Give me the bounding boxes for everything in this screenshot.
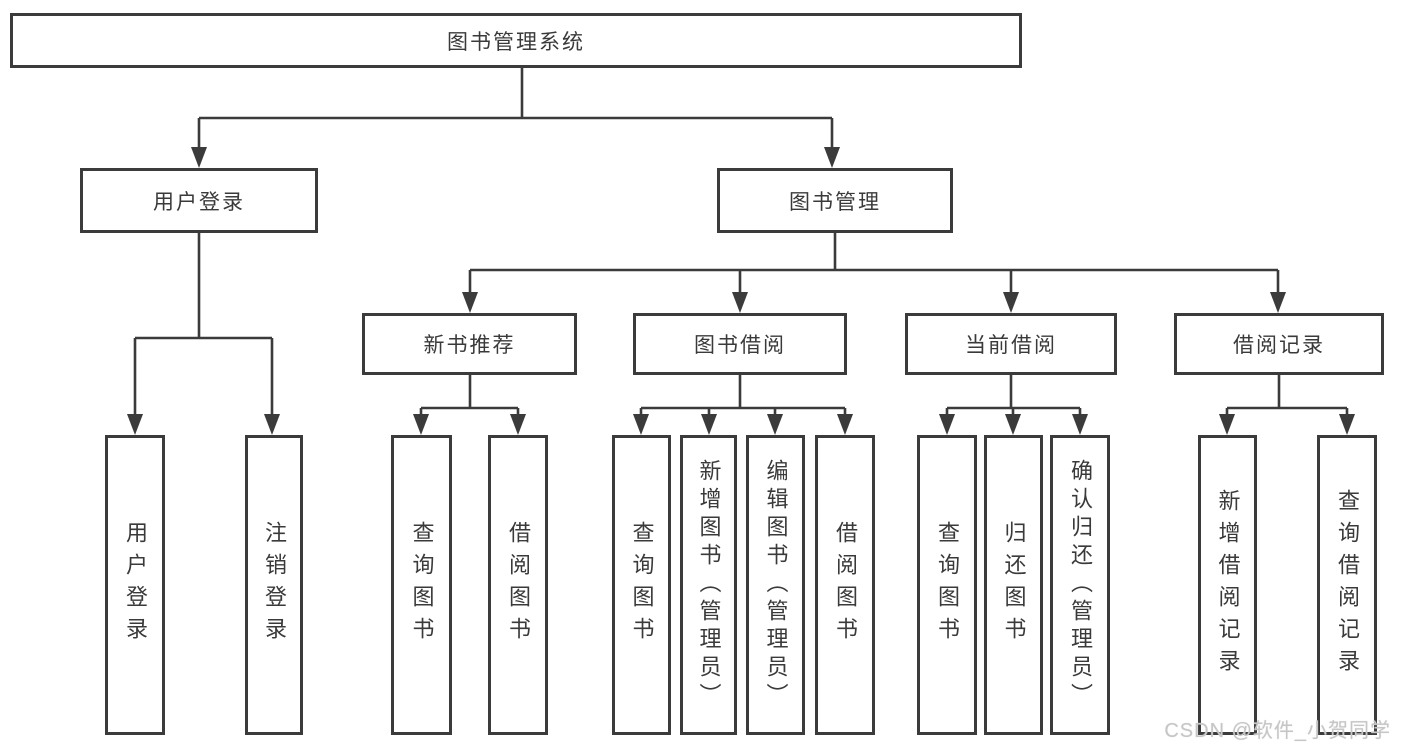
node-current-borrow-label: 当前借阅	[965, 334, 1057, 357]
connector-borrow-record-children	[1219, 375, 1355, 435]
connector-user-login-children	[127, 233, 280, 435]
node-book-borrow-label: 图书借阅	[694, 334, 786, 357]
leaf-bb-borrow: 借阅图书	[815, 435, 875, 735]
leaf-cb-query-label: 查询图书	[935, 521, 960, 649]
leaf-user-login-label: 用户登录	[123, 521, 148, 649]
connector-new-book-rec-children	[413, 375, 526, 435]
connector-book-mgmt-children	[462, 233, 1286, 313]
leaf-nb-query: 查询图书	[391, 435, 452, 735]
leaf-bb-query-label: 查询图书	[629, 521, 655, 649]
leaf-logout: 注销登录	[245, 435, 303, 735]
node-borrow-record: 借阅记录	[1174, 313, 1384, 375]
leaf-br-query: 查询借阅记录	[1317, 435, 1377, 735]
node-book-borrow: 图书借阅	[633, 313, 847, 375]
leaf-nb-borrow-label: 借阅图书	[506, 521, 531, 649]
leaf-logout-label: 注销登录	[262, 521, 287, 649]
connector-book-borrow-children	[633, 375, 853, 435]
node-new-book-rec: 新书推荐	[362, 313, 577, 375]
leaf-br-query-label: 查询借阅记录	[1335, 489, 1360, 681]
leaf-cb-confirm-label: 确认归还（管理员）	[1068, 459, 1093, 711]
leaf-cb-return-label: 归还图书	[1001, 521, 1027, 649]
connector-current-borrow-children	[939, 375, 1088, 435]
node-book-mgmt: 图书管理	[717, 168, 953, 233]
leaf-cb-confirm: 确认归还（管理员）	[1050, 435, 1110, 735]
leaf-nb-borrow: 借阅图书	[488, 435, 548, 735]
csdn-watermark: CSDN @软件_小贺同学	[1164, 720, 1391, 742]
leaf-br-add-label: 新增借阅记录	[1215, 489, 1241, 681]
leaf-bb-query: 查询图书	[612, 435, 671, 735]
node-user-login-label: 用户登录	[153, 190, 245, 214]
leaf-nb-query-label: 查询图书	[409, 521, 435, 649]
connector-root-to-level2	[191, 68, 840, 168]
leaf-br-add: 新增借阅记录	[1198, 435, 1257, 735]
leaf-bb-borrow-label: 借阅图书	[833, 521, 858, 649]
node-root: 图书管理系统	[10, 13, 1022, 68]
leaf-bb-add: 新增图书（管理员）	[680, 435, 737, 735]
node-borrow-record-label: 借阅记录	[1233, 334, 1325, 357]
node-book-mgmt-label: 图书管理	[789, 190, 881, 214]
leaf-user-login: 用户登录	[105, 435, 165, 735]
node-user-login: 用户登录	[80, 168, 318, 233]
leaf-cb-query: 查询图书	[917, 435, 977, 735]
leaf-cb-return: 归还图书	[984, 435, 1043, 735]
leaf-bb-edit-label: 编辑图书（管理员）	[763, 459, 789, 711]
leaf-bb-add-label: 新增图书（管理员）	[696, 459, 722, 711]
node-root-label: 图书管理系统	[447, 30, 585, 54]
leaf-bb-edit: 编辑图书（管理员）	[746, 435, 805, 735]
node-new-book-rec-label: 新书推荐	[423, 334, 516, 357]
node-current-borrow: 当前借阅	[905, 313, 1117, 375]
